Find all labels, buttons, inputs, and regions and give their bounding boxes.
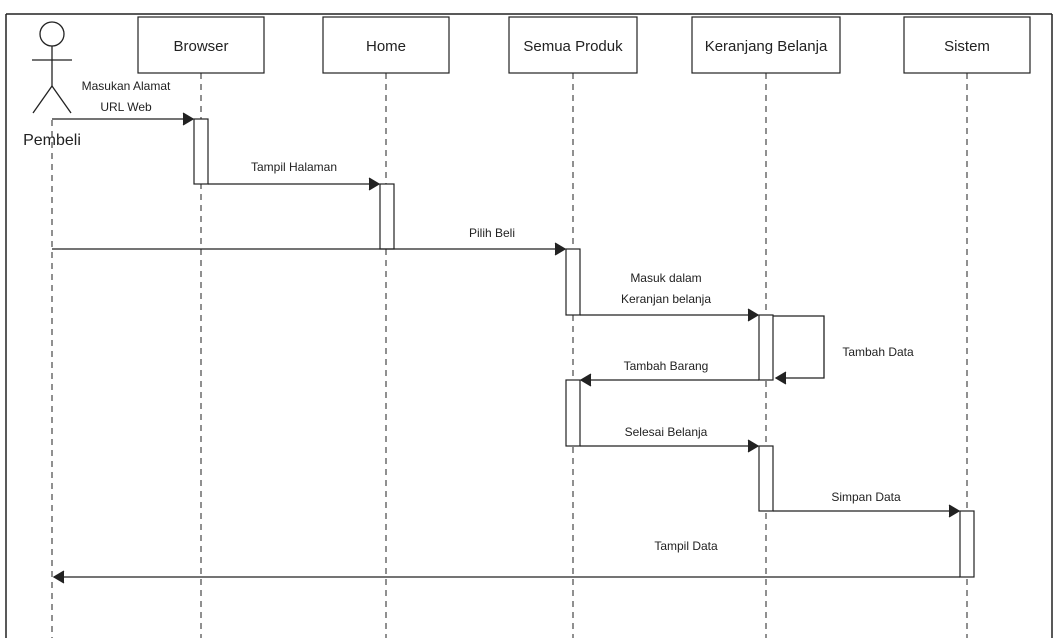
arrowhead-masukan-alamat [182,112,195,126]
msg-tambah-data: Tambah Data [842,345,914,359]
lifeline-home-label: Home [366,38,406,55]
msg-pilih-beli: Pilih Beli [469,226,515,240]
arrowhead-simpan-data [948,504,961,518]
arrowhead-tampil-halaman [368,177,381,191]
actor-head [39,21,65,47]
msg-simpan-data: Simpan Data [831,490,901,504]
activation-keranjang-2 [758,445,774,512]
lifeline-home-box [322,16,450,74]
msg-masukan-alamat-line2: URL Web [100,100,152,114]
lifeline-sistem: Sistem [903,16,1031,638]
lifeline-browser-box [137,16,265,74]
lifeline-keranjang-label: Keranjang Belanja [705,38,828,55]
activation-browser [193,118,209,185]
arrowhead-masuk-keranjang [747,308,760,322]
actor-pembeli [32,21,72,114]
lifeline-keranjang-box [691,16,841,74]
lifeline-browser: Browser [137,16,265,638]
actor-label: Pembeli [23,132,81,149]
lifeline-semua-label: Semua Produk [523,38,623,55]
lifeline-browser-label: Browser [173,38,228,55]
lifeline-keranjang-belanja: Keranjang Belanja [691,16,841,638]
arrow-tambah-data [773,315,825,379]
msg-tampil-data: Tampil Data [654,539,718,553]
msg-masukan-alamat-line1: Masukan Alamat [82,79,171,93]
msg-masuk-keranjang-line1: Masuk dalam [630,271,701,285]
arrowhead-tambah-data [774,371,787,385]
arrowhead-selesai-belanja [747,439,760,453]
lifeline-sistem-box [903,16,1031,74]
activation-sistem [959,510,975,578]
actor-leg-right [51,85,72,114]
lifeline-semua-box [508,16,638,74]
arrowhead-tambah-barang [579,373,592,387]
lifeline-home: Home [322,16,450,638]
msg-selesai-belanja: Selesai Belanja [625,425,708,439]
arrowhead-tampil-data [52,570,65,584]
msg-tambah-barang: Tambah Barang [624,359,709,373]
lifeline-semua-produk: Semua Produk [508,16,638,638]
lifeline-sistem-label: Sistem [944,38,990,55]
activation-keranjang-1 [758,314,774,381]
activation-home [379,183,395,250]
arrowhead-pilih-beli [554,242,567,256]
actor-leg-left [32,85,53,114]
activation-semua-1 [565,248,581,316]
msg-tampil-halaman: Tampil Halaman [251,160,337,174]
activation-semua-2 [565,379,581,447]
msg-masuk-keranjang-line2: Keranjan belanja [621,292,711,306]
